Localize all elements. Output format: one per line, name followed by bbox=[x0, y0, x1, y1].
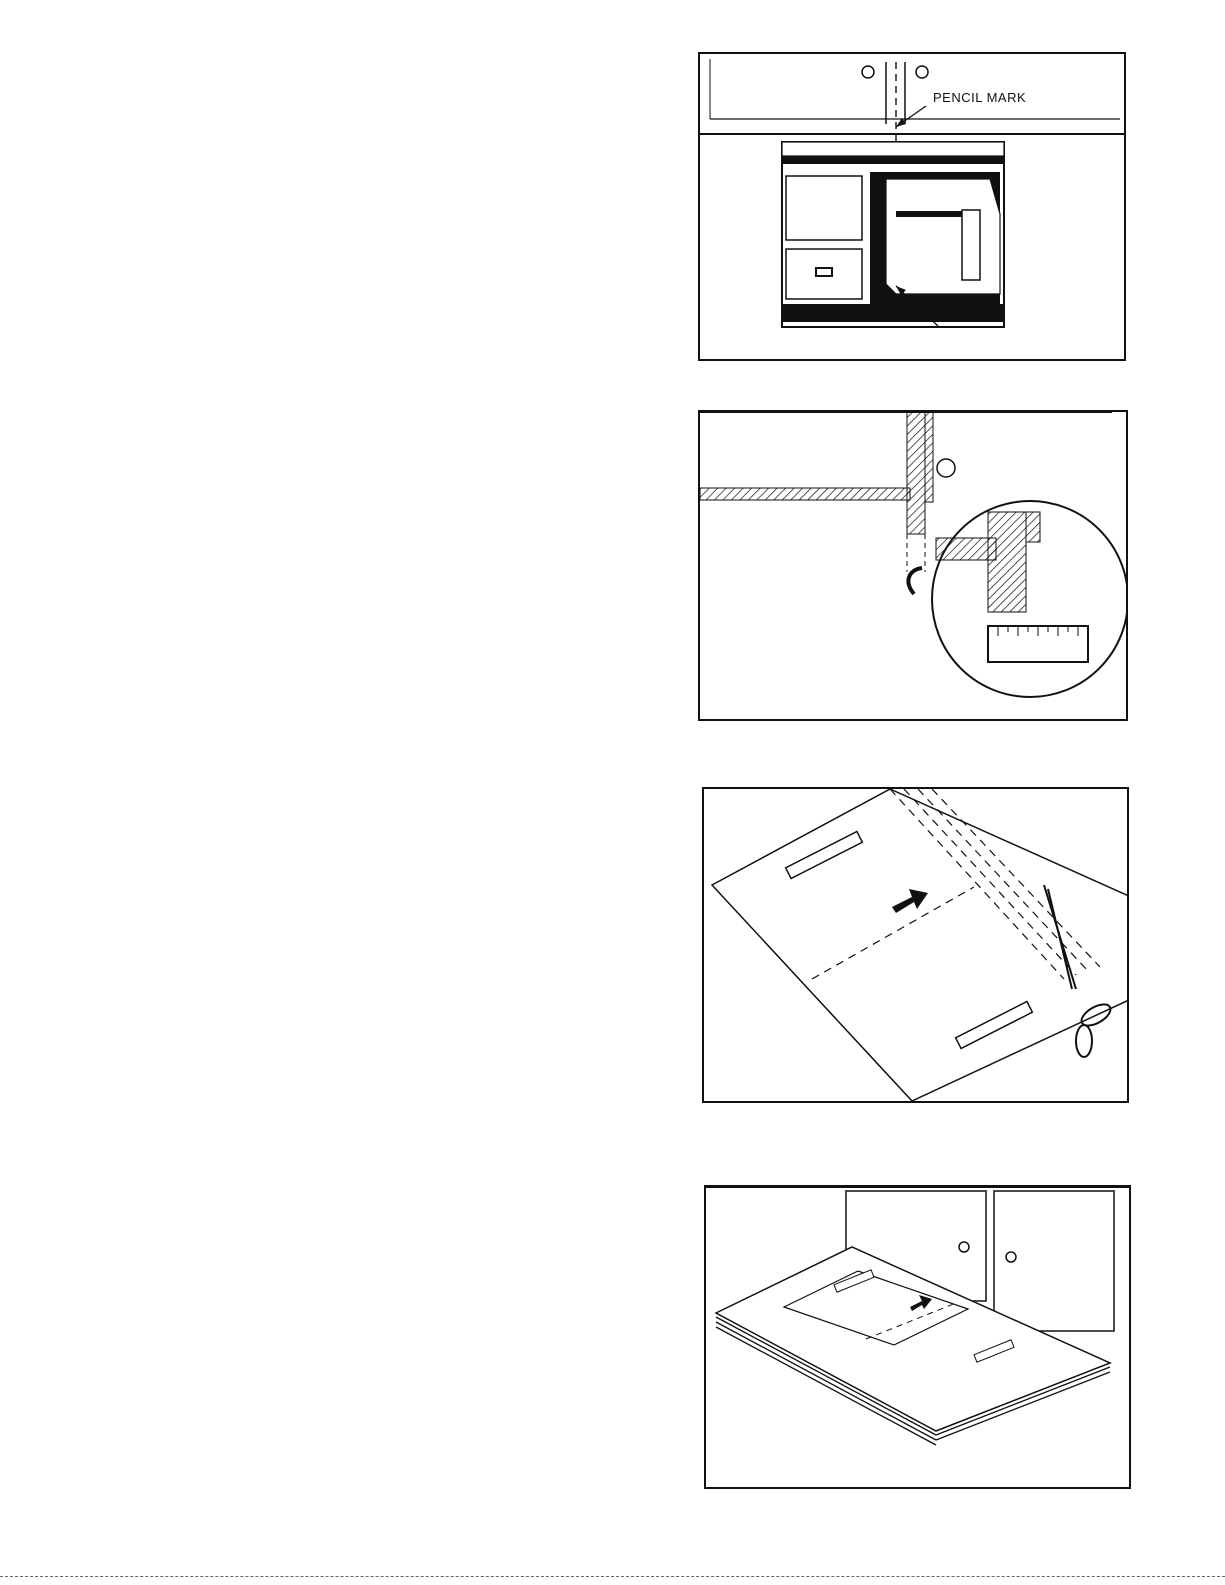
figure-cross-section-measure bbox=[698, 410, 1128, 721]
cabinet-template-illustration bbox=[706, 1187, 1131, 1489]
cross-section-illustration bbox=[700, 412, 1128, 721]
template-scissors-illustration bbox=[704, 789, 1129, 1103]
figure-template-cut bbox=[702, 787, 1129, 1103]
figure-pencil-mark: PENCIL MARK bbox=[698, 52, 1126, 361]
pencil-mark-callout: PENCIL MARK bbox=[933, 90, 1026, 105]
figure-template-installed bbox=[704, 1185, 1131, 1489]
page-bottom-rule bbox=[0, 1576, 1225, 1577]
cabinet-appliance-illustration bbox=[700, 54, 1126, 361]
